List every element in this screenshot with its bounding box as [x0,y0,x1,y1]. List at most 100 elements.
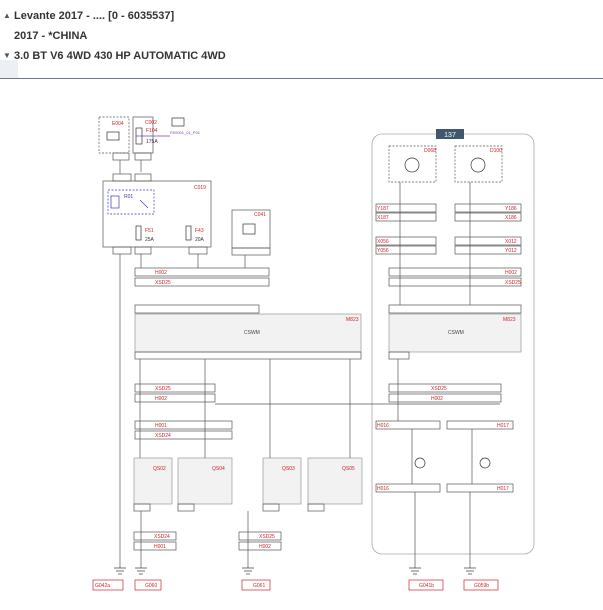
heater-element-icon [414,457,426,469]
pin-row [388,351,410,360]
module-d068[interactable] [388,145,437,183]
net-h002-right-b: H002 [431,396,443,402]
fe-code-label: FE0001_01_P01 [170,130,201,135]
pin-a1 [134,173,152,182]
net-xsd25-left-c: XSD25 [259,534,275,540]
header-divider [0,78,603,79]
ground-g042a[interactable] [92,579,124,591]
net-y012: Y012 [505,248,517,254]
net-h002-right: H002 [505,270,517,276]
module-c019-label: C019 [194,185,206,191]
seat-heater-icon [404,157,420,173]
ground-g041b[interactable] [408,579,444,591]
connector-row-xsd25-c [238,531,282,541]
net-xsd24-left-b: XSD24 [154,534,170,540]
connector-row-x187 [375,212,437,222]
net-h001-left: H001 [155,423,167,429]
net-xsd25-right: XSD25 [505,280,521,286]
ground-g060-label: G060 [145,583,157,589]
pin-row [188,246,208,255]
group-badge-label: 137 [444,132,456,139]
fuse-f104-label: F104 [146,128,158,134]
fuse-f51-rating: 25A [145,237,155,243]
ground-symbol [135,567,147,575]
ground-symbol [464,567,476,575]
net-x186: X186 [505,215,517,221]
relay-r01-label: R01 [124,194,133,200]
heater-element-icon [479,457,491,469]
fuse-f104-rating: 175A [146,139,158,145]
ground-g059b-label: G059b [474,583,489,589]
breadcrumb-engine[interactable]: ▼ 3.0 BT V6 4WD 430 HP AUTOMATIC 4WD [0,46,603,68]
connector-row-h002-r [388,267,522,277]
connector-row-h002 [134,267,270,277]
row-shade [0,60,18,78]
net-h002-left: H002 [155,270,167,276]
module-e004-label: E004 [112,121,124,127]
module-m823-right-label: M823 [503,317,516,323]
net-xsd24-left: XSD24 [155,433,171,439]
relay-small-icon [171,117,185,127]
module-cswm-right-label: CSWM [448,330,464,336]
module-qs03[interactable] [262,457,302,505]
connector-row-h017 [446,420,514,430]
ground-g059b[interactable] [463,579,499,591]
module-c041-label: C041 [254,212,266,218]
relay-switch [139,199,149,209]
module-m823-right[interactable] [388,313,522,353]
connector-row-h016-b [375,483,441,493]
fuse-f43-label: F43 [195,228,204,234]
breadcrumb-market[interactable]: 2017 - *CHINA [0,26,603,48]
group-badge[interactable] [436,129,464,139]
battery-icon [106,131,120,141]
connector-row-x186 [454,212,522,222]
net-x056: X056 [377,239,389,245]
ground-symbol [114,567,126,575]
breadcrumb-model[interactable]: ▲ Levante 2017 - .... [0 - 6035537] [0,6,603,28]
module-m823-left-label: M823 [346,317,359,323]
connector-row-xsd24 [134,430,233,440]
connector-row-h002-c [238,541,282,551]
module-c019[interactable] [102,180,212,248]
ground-symbol [409,567,421,575]
module-d100-label: D100 [490,148,502,154]
collapse-up-icon[interactable]: ▲ [3,11,11,20]
pin-row [133,503,151,512]
module-d068-label: D068 [424,148,436,154]
net-h017-bottom: H017 [497,486,509,492]
net-h001-left-b: H001 [154,544,166,550]
ground-g041b-label: G041b [419,583,434,589]
ground-g042a-label: G042a [95,583,110,589]
module-qs02[interactable] [133,457,173,505]
net-y186: Y186 [505,206,517,212]
module-qs04[interactable] [177,457,233,505]
switch-icon [242,223,256,235]
ground-g061[interactable] [241,579,271,591]
module-d100[interactable] [454,145,503,183]
pin-row [388,304,522,314]
net-y056: Y056 [377,248,389,254]
ground-g060[interactable] [134,579,162,591]
fuse-f51-label: F51 [145,228,154,234]
net-y187: Y187 [377,206,389,212]
breadcrumb-header: ▲ Levante 2017 - .... [0 - 6035537] 2017… [0,0,603,80]
breadcrumb-engine-label: 3.0 BT V6 4WD 430 HP AUTOMATIC 4WD [14,50,226,62]
fuse-f51-icon [135,225,142,241]
connector-row-y186 [454,203,522,213]
pin-row [134,246,152,255]
module-qs05[interactable] [307,457,363,505]
collapse-down-icon[interactable]: ▼ [3,51,11,60]
connector-row-h016 [375,420,441,430]
ground-g061-label: G061 [253,583,265,589]
pin-row [307,503,325,512]
net-h016-bottom: H016 [377,486,389,492]
pin-e36 [112,152,130,161]
module-qs02-label: QS02 [153,466,166,472]
fuse-f43-icon [185,225,192,241]
net-h017-top: H017 [497,423,509,429]
connector-row-h002-rb [388,393,502,403]
relay-r01[interactable] [107,189,155,215]
connector-row-y012 [454,245,522,255]
connector-row-h001 [134,420,233,430]
